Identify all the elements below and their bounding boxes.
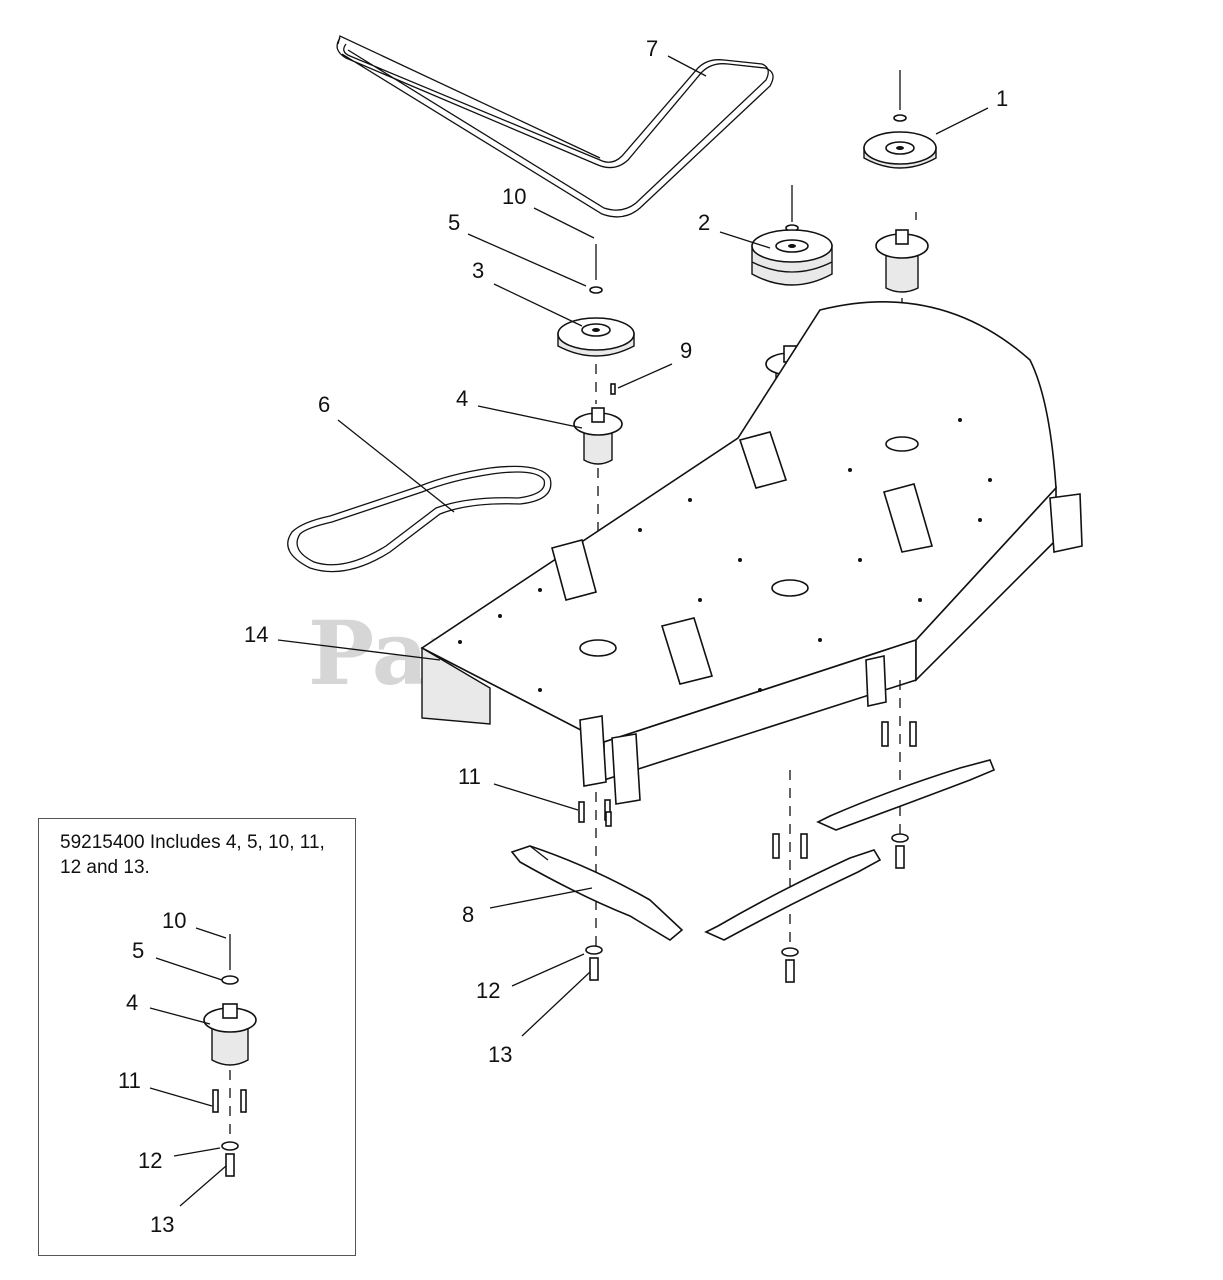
callout-4: 4	[456, 386, 468, 411]
spindle-kit-box	[38, 818, 356, 1256]
callout-8: 8	[462, 902, 474, 927]
part-4-spindle	[573, 407, 623, 560]
part-8-blade-right	[816, 759, 996, 831]
part-8-blade-left	[510, 845, 684, 941]
part-7-belt	[336, 35, 774, 218]
part-14-deck	[420, 301, 1083, 805]
callout-7: 7	[646, 36, 658, 61]
callout-1: 1	[996, 86, 1008, 111]
part-6-belt	[287, 465, 552, 573]
lower-hardware-right	[881, 680, 917, 869]
callout-13: 13	[488, 1042, 512, 1067]
callout-12: 12	[476, 978, 500, 1003]
callout-14: 14	[244, 622, 268, 647]
kit-callout-13: 13	[150, 1212, 174, 1237]
kit-callout-labels: 10 5 4 11 12 13	[118, 908, 186, 1237]
callout-10: 10	[502, 184, 526, 209]
kit-callout-12: 12	[138, 1148, 162, 1173]
callout-11: 11	[458, 764, 481, 789]
callout-2: 2	[698, 210, 710, 235]
callout-3: 3	[472, 258, 484, 283]
part-8-blade-center	[704, 849, 882, 941]
leader-lines	[277, 55, 989, 1037]
part-2-pulley	[751, 185, 833, 339]
part-3-pulley	[557, 244, 635, 404]
lower-hardware-center	[772, 770, 808, 983]
kit-callout-10: 10	[162, 908, 186, 933]
kit-callout-5: 5	[132, 938, 144, 963]
lower-hardware-left	[578, 792, 612, 981]
kit-callout-11: 11	[118, 1068, 141, 1093]
kit-spindle-assembly	[203, 934, 257, 1177]
kit-callout-4: 4	[126, 990, 138, 1015]
callout-5: 5	[448, 210, 460, 235]
kit-leader-lines	[149, 927, 227, 1207]
part-1-pulley	[863, 70, 937, 169]
spindle-kit-note: 59215400 Includes 4, 5, 10, 11, 12 and 1…	[60, 832, 325, 878]
callout-labels: 1 2 3 4 5 6 7 8 9 10 11 12 13 14	[244, 36, 1008, 1067]
callout-9: 9	[680, 338, 692, 363]
callout-6: 6	[318, 392, 330, 417]
